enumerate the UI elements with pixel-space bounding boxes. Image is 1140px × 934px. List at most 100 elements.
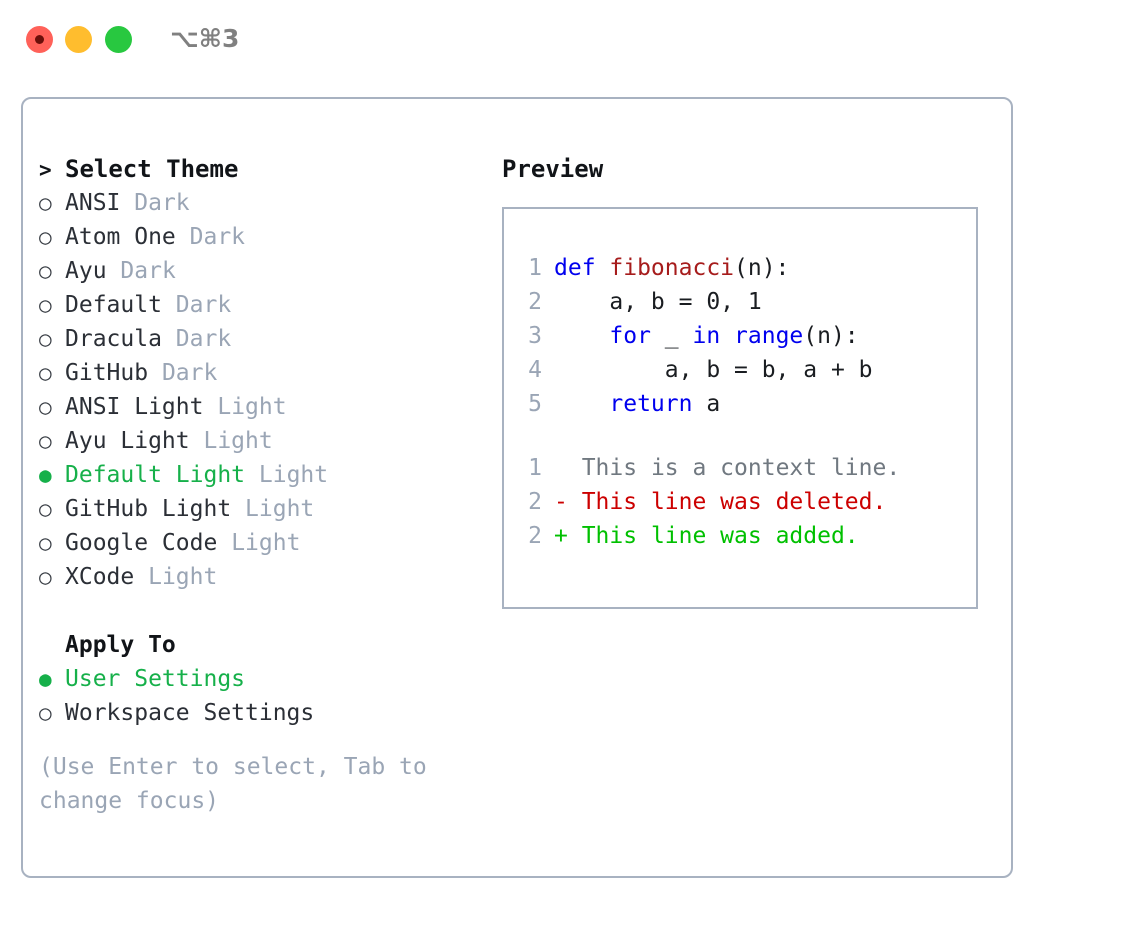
diff-line-deleted: 2- This line was deleted.	[516, 485, 968, 519]
theme-option-list: ○ANSI Dark○Atom One Dark○Ayu Dark○Defaul…	[39, 186, 479, 594]
diff-sign: -	[554, 489, 568, 515]
code-line: 4 a, b = b, a + b	[516, 353, 968, 387]
theme-option-github[interactable]: ○GitHub Dark	[39, 356, 479, 390]
code-token-kw: for	[609, 323, 651, 349]
theme-option-label: Atom One	[65, 224, 176, 250]
apply-to-option-list: ● User Settings ○ Workspace Settings	[39, 662, 479, 730]
radio-selected-icon: ●	[39, 667, 52, 691]
code-line-number: 4	[528, 357, 542, 383]
code-token-plain: (n):	[803, 323, 859, 349]
code-line: 5 return a	[516, 387, 968, 421]
radio-unselected-icon: ○	[39, 259, 52, 283]
theme-variant-badge: Light	[245, 496, 315, 522]
theme-option-ayu[interactable]: ○ Ayu Dark	[39, 254, 479, 288]
code-line-number: 1	[528, 255, 542, 281]
diff-line-added: 2 + This line was added.	[516, 519, 968, 553]
theme-list-column: >Select Theme ○ANSI Dark○Atom One Dark○A…	[39, 152, 479, 818]
theme-option-label: ANSI	[65, 190, 121, 216]
diff-text: This is a context line.	[567, 455, 901, 481]
theme-variant-badge: Dark	[189, 224, 246, 250]
help-text-line-1: (Use Enter to select, Tab to	[39, 754, 427, 780]
maximize-button[interactable]	[105, 26, 132, 53]
apply-to-header-label: Apply To	[65, 632, 176, 658]
code-token-plain: a, b = b, a + b	[554, 357, 873, 383]
preview-title: Preview	[502, 155, 604, 183]
theme-option-label: Ayu	[65, 258, 107, 284]
theme-option-label: Google Code	[65, 530, 218, 556]
window-titlebar: ⌥⌘3	[0, 0, 1140, 78]
theme-option-google-code[interactable]: ○ Google Code Light	[39, 526, 479, 560]
code-line: 2 a, b = 0, 1	[516, 285, 968, 319]
help-text: (Use Enter to select, Tab to change focu…	[39, 750, 449, 818]
apply-to-option-user-settings[interactable]: ● User Settings	[39, 662, 479, 696]
theme-option-label: GitHub	[65, 360, 149, 386]
theme-variant-badge: Light	[231, 530, 301, 556]
theme-variant-badge: Light	[148, 564, 218, 590]
theme-variant-badge: Dark	[120, 258, 176, 284]
minimize-button[interactable]	[65, 26, 92, 53]
theme-option-github-light[interactable]: ○ GitHub Light Light	[39, 492, 479, 526]
theme-list-header: > Select Theme	[39, 152, 479, 186]
code-token-plain	[554, 391, 609, 417]
radio-unselected-icon: ○	[39, 225, 52, 249]
theme-option-ansi[interactable]: ○ ANSI Dark	[39, 186, 479, 220]
window-title: ⌥⌘3	[170, 24, 240, 53]
code-token-fn: fibonacci	[609, 255, 735, 281]
theme-option-label: Dracula	[65, 326, 162, 352]
code-token-plain: (n):	[734, 255, 790, 281]
code-line-number: 3	[528, 323, 542, 349]
theme-variant-badge: Light	[203, 428, 273, 454]
radio-unselected-icon: ○	[39, 191, 52, 215]
page-title: Select Theme	[65, 155, 239, 183]
code-diff-gap	[516, 421, 968, 451]
theme-variant-badge: Dark	[175, 292, 232, 318]
theme-variant-badge: Dark	[161, 360, 218, 386]
radio-selected-icon: ●	[39, 463, 52, 487]
theme-option-default-light[interactable]: ●Default Light Light	[39, 458, 479, 492]
theme-picker-panel: >Select Theme ○ANSI Dark○Atom One Dark○A…	[21, 97, 1013, 878]
code-token-plain: a, b = 0, 1	[554, 289, 762, 315]
list-spacer	[39, 594, 479, 628]
radio-unselected-icon: ○	[39, 531, 52, 555]
diff-line-number: 2	[528, 523, 542, 549]
theme-option-label: ANSI Light	[65, 394, 204, 420]
theme-option-ansi-light[interactable]: ○ANSI Light Light	[39, 390, 479, 424]
code-token-kw: return	[609, 391, 693, 417]
code-token-plain: _	[650, 323, 693, 349]
diff-line-context: 1 This is a context line.	[516, 451, 968, 485]
apply-to-option-workspace-settings[interactable]: ○ Workspace Settings	[39, 696, 479, 730]
theme-option-default[interactable]: ○Default Dark	[39, 288, 479, 322]
theme-variant-badge: Light	[217, 394, 287, 420]
theme-option-ayu-light[interactable]: ○Ayu Light Light	[39, 424, 479, 458]
radio-unselected-icon: ○	[39, 701, 52, 725]
theme-option-label: GitHub Light	[65, 496, 232, 522]
theme-option-atom-one[interactable]: ○ Atom One Dark	[39, 220, 479, 254]
diff-text: This line was added.	[567, 523, 859, 549]
theme-option-label: Ayu Light	[65, 428, 190, 454]
theme-option-dracula[interactable]: ○ Dracula Dark	[39, 322, 479, 356]
theme-variant-badge: Dark	[134, 190, 190, 216]
theme-option-label: Default	[65, 292, 162, 318]
prompt-caret-icon: >	[39, 158, 52, 182]
apply-to-option-label: User Settings	[65, 666, 246, 692]
diff-sign: +	[554, 523, 568, 549]
code-line: 3 for _ in range(n):	[516, 319, 968, 353]
help-text-line-2: change focus)	[39, 788, 220, 814]
theme-option-xcode[interactable]: ○XCode Light	[39, 560, 479, 594]
theme-variant-badge: Light	[258, 462, 329, 488]
apply-to-option-label: Workspace Settings	[65, 700, 315, 726]
apply-to-header: ○Apply To	[39, 628, 479, 662]
radio-unselected-icon: ○	[39, 327, 52, 351]
theme-variant-badge: Dark	[175, 326, 232, 352]
close-icon	[35, 35, 44, 44]
code-token-plain: a	[692, 391, 721, 417]
diff-text: This line was deleted.	[567, 489, 887, 515]
radio-unselected-icon: ○	[39, 497, 52, 521]
code-token-kw: in range	[692, 323, 804, 349]
